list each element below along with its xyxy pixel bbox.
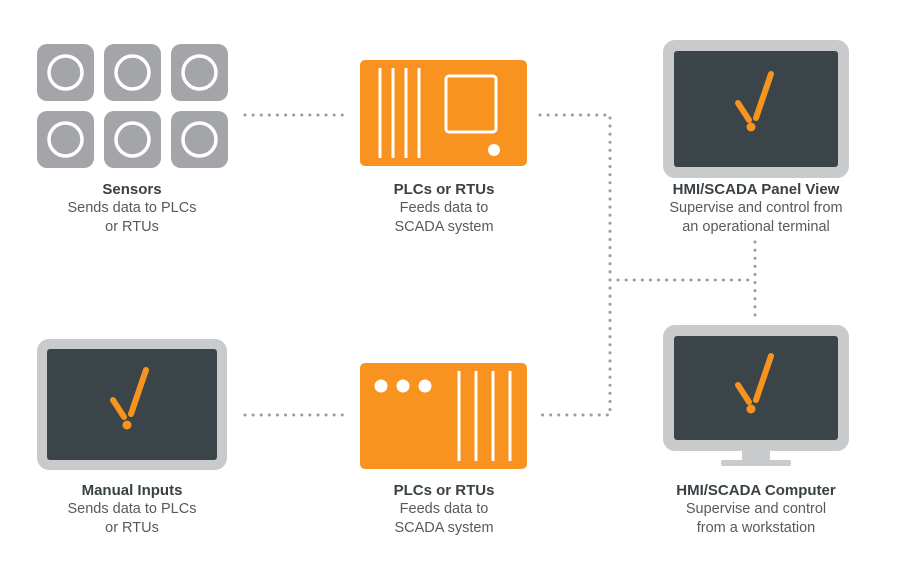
plc-bottom-caption: PLCs or RTUs Feeds data to SCADA system xyxy=(334,481,554,538)
alert-check-icon xyxy=(735,71,774,132)
plc-top-description-line-1: Feeds data to xyxy=(399,200,489,216)
hmi-panel-description-line-1: Supervise and control from xyxy=(669,200,843,216)
hmi-computer-description-line-2: from a workstation xyxy=(696,520,816,536)
connectors xyxy=(243,113,757,417)
sensor-icon xyxy=(171,111,228,168)
sensor-icon xyxy=(37,44,94,101)
hmi-panel-description-line-2: an operational terminal xyxy=(682,219,830,235)
plc-top-description-line-2: SCADA system xyxy=(394,219,494,235)
sensor-icon xyxy=(104,44,161,101)
plc-bottom-title: PLCs or RTUs xyxy=(393,482,495,499)
panel-display-icon xyxy=(663,40,849,178)
manual-inputs-description-line-2: or RTUs xyxy=(105,520,159,536)
sensors-description-line-2: or RTUs xyxy=(105,219,159,235)
hmi-computer-title: HMI/SCADA Computer xyxy=(676,482,836,499)
sensors-title: Sensors xyxy=(102,181,162,198)
hmi-computer-caption: HMI/SCADA Computer Supervise and control… xyxy=(646,481,866,538)
computer-monitor-icon xyxy=(663,325,849,466)
plc-top-title: PLCs or RTUs xyxy=(393,181,495,198)
manual-inputs-caption: Manual Inputs Sends data to PLCs or RTUs xyxy=(22,481,242,538)
plc-bottom-description-line-2: SCADA system xyxy=(394,520,494,536)
sensor-grid-icon xyxy=(37,44,228,168)
hmi-panel-caption: HMI/SCADA Panel View Supervise and contr… xyxy=(646,180,866,237)
sensor-icon xyxy=(37,111,94,168)
sensor-icon xyxy=(104,111,161,168)
sensor-icon xyxy=(171,44,228,101)
manual-inputs-description-line-1: Sends data to PLCs xyxy=(67,501,197,517)
plc-top-caption: PLCs or RTUs Feeds data to SCADA system xyxy=(334,180,554,237)
alert-check-icon xyxy=(735,353,774,414)
manual-input-display-icon xyxy=(37,339,227,470)
connector-plc-top-to-hub xyxy=(538,113,612,417)
sensors-caption: Sensors Sends data to PLCs or RTUs xyxy=(22,180,242,237)
plc-controller-icon xyxy=(360,60,527,166)
hmi-panel-title: HMI/SCADA Panel View xyxy=(672,181,840,198)
manual-inputs-title: Manual Inputs xyxy=(81,482,183,499)
plc-bottom-description-line-1: Feeds data to xyxy=(399,501,489,517)
hmi-computer-description-line-1: Supervise and control xyxy=(685,501,827,517)
sensors-description-line-1: Sends data to PLCs xyxy=(67,200,197,216)
alert-check-icon xyxy=(110,367,149,430)
rtu-controller-icon xyxy=(360,363,527,469)
